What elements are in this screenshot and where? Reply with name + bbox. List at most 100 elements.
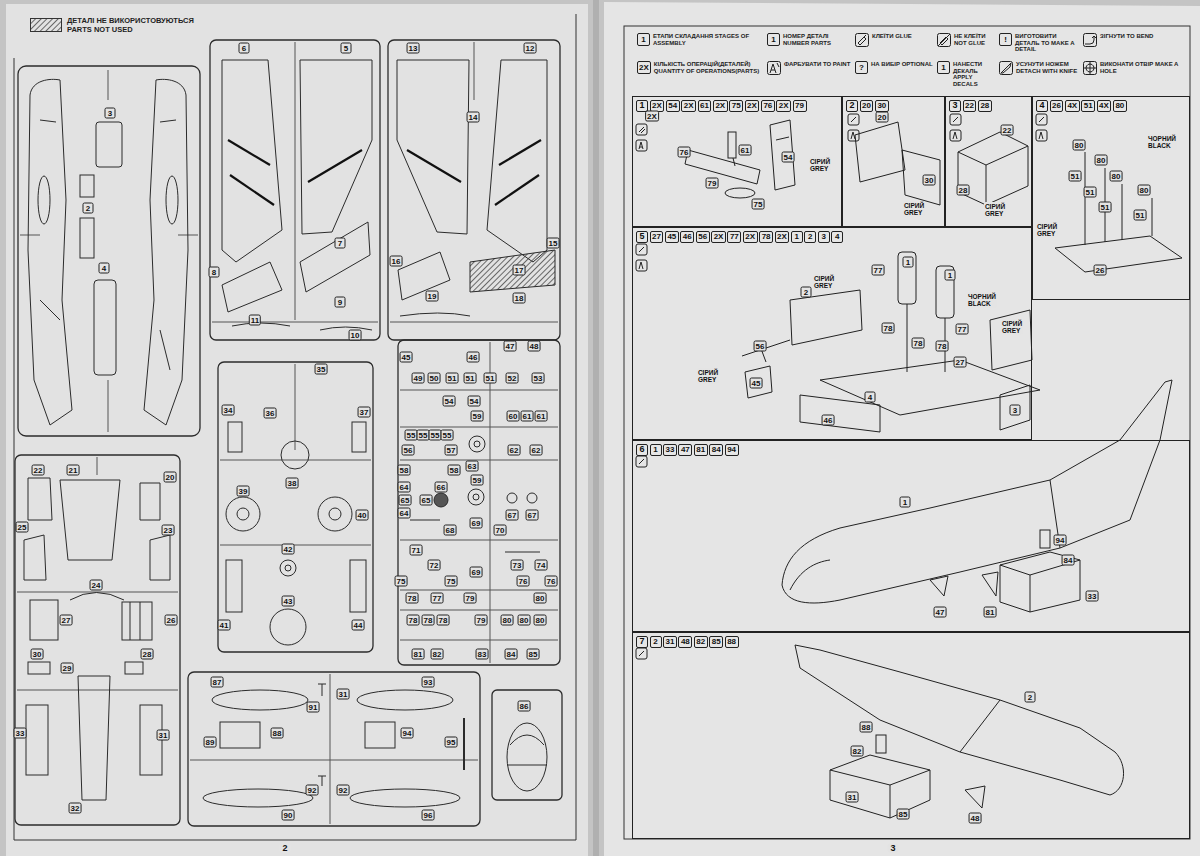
callout-number: 10 — [349, 330, 362, 341]
kit-part — [357, 690, 453, 710]
assembly-step-panel: 5274546562X772X782X1234 — [632, 227, 1032, 440]
callout-number: 81 — [984, 607, 997, 618]
symbol-icon — [858, 35, 866, 45]
callout-number: 65 — [420, 495, 433, 506]
kit-part — [365, 722, 395, 748]
dark-stripe — [230, 175, 274, 205]
page-frame — [14, 14, 1190, 840]
callout-number: 80 — [1138, 185, 1151, 196]
symbol-icon — [1000, 62, 1013, 75]
page-number: 2 — [280, 844, 291, 853]
callout-number: 72 — [428, 560, 441, 571]
assembly-drawing — [876, 735, 886, 753]
quantity-mark: 2X — [645, 111, 659, 122]
step-header: 22030 — [846, 100, 890, 112]
part-number: 1 — [791, 231, 803, 243]
step-symbol — [636, 244, 647, 255]
callout-number: 91 — [307, 702, 320, 713]
dark-stripe — [495, 175, 539, 205]
kit-part — [329, 508, 341, 520]
kit-part — [140, 483, 160, 520]
kit-part — [228, 422, 242, 452]
callout-number: 57 — [445, 445, 458, 456]
callout-number: 48 — [528, 341, 541, 352]
kit-part — [352, 422, 366, 452]
step-header: 4264X514X80 — [1036, 100, 1128, 112]
callout-number: 51 — [446, 373, 459, 384]
callout-number: 8 — [209, 267, 220, 278]
kit-part — [463, 718, 465, 770]
callout-number: 11 — [249, 315, 261, 326]
part-number: 26 — [1050, 100, 1064, 112]
hatch-swatch — [31, 19, 62, 32]
assembly-drawing — [1122, 184, 1123, 240]
kit-part — [469, 436, 485, 452]
callout-number: 77 — [431, 593, 444, 604]
kit-part — [166, 176, 178, 224]
symbol-icon — [855, 33, 869, 47]
callout-number: 78 — [422, 615, 435, 626]
part-number: 56 — [696, 231, 710, 243]
step-number: 7 — [636, 636, 648, 648]
kit-part — [140, 602, 141, 640]
kit-part — [507, 735, 547, 765]
callout-number: 78 — [407, 615, 420, 626]
kit-part — [122, 602, 152, 640]
kit-part — [150, 535, 170, 580]
kit-part — [350, 789, 460, 807]
callout-number: 58 — [448, 465, 461, 476]
step-number: 3 — [949, 100, 961, 112]
assembly-drawing — [930, 576, 948, 596]
callout-number: 79 — [706, 178, 719, 189]
part-number: 2 — [650, 636, 662, 648]
kit-part — [160, 120, 176, 122]
callout-number: 58 — [398, 465, 411, 476]
callout-number: 80 — [534, 615, 547, 626]
part-number: 46 — [680, 231, 694, 243]
callout-number: 50 — [428, 373, 441, 384]
callout-number: 2 — [801, 287, 812, 298]
paint-color-note: СІРИЙ GREY — [984, 202, 1006, 218]
sprue-frame — [15, 40, 562, 826]
callout-number: 30 — [923, 175, 936, 186]
assembly-drawing — [982, 572, 998, 596]
step-symbol — [639, 459, 644, 464]
symbol-key-cell: 1ЕТАПИ СКЛАДАННЯ STAGES OF ASSEMBLY — [636, 32, 764, 57]
part-number: 20 — [860, 100, 874, 112]
callout-number: 22 — [1001, 125, 1014, 136]
kit-part — [28, 79, 72, 425]
part-number: 2 — [804, 231, 816, 243]
callout-number: 78 — [912, 338, 925, 349]
kit-part — [473, 494, 479, 500]
callout-number: 54 — [468, 396, 481, 407]
symbol-description: НАНЕСТИ ДЕКАЛЬ APPLY DECALS — [953, 61, 995, 87]
callout-number: 78 — [406, 593, 419, 604]
sprue-runner — [474, 42, 475, 100]
symbol-icon — [1084, 62, 1097, 75]
part-number: 47 — [678, 444, 692, 456]
callout-number: 90 — [282, 810, 295, 821]
callout-number: 27 — [954, 357, 967, 368]
kit-part — [130, 602, 131, 640]
callout-number: 66 — [435, 482, 448, 493]
dark-stripe — [499, 140, 541, 165]
dark-stripe — [228, 140, 541, 205]
callout-number: 19 — [426, 291, 439, 302]
step-symbol — [950, 130, 961, 141]
part-number: 4X — [1097, 100, 1112, 112]
callout-number: 61 — [739, 145, 752, 156]
kit-part — [60, 480, 120, 560]
callout-number: 45 — [750, 378, 763, 389]
callout-number: 22 — [32, 465, 45, 476]
symbol-mark: 1 — [767, 33, 780, 46]
callout-number: 33 — [14, 728, 27, 739]
kit-part — [203, 789, 313, 807]
symbol-mark: 2X — [637, 61, 651, 74]
paint-color-note: СІРИЙ GREY — [813, 274, 835, 290]
callout-number: 84 — [1062, 555, 1075, 566]
part-number: 84 — [709, 444, 723, 456]
